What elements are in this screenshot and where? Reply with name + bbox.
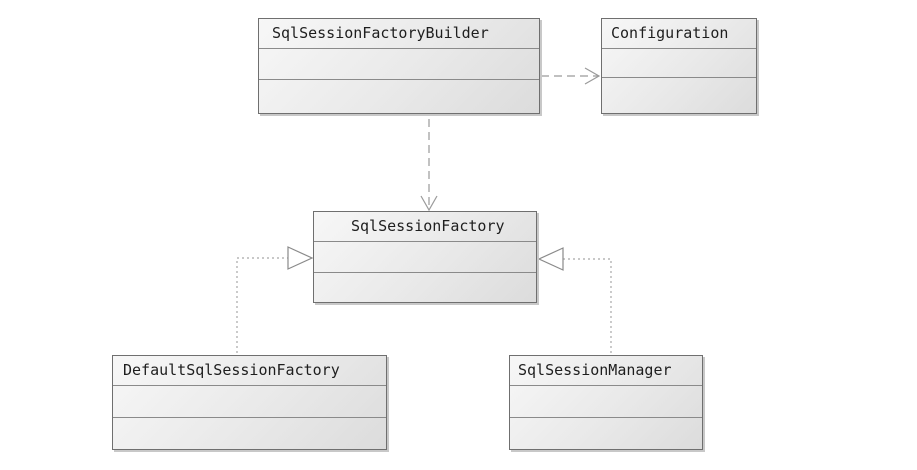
class-sqlsessionfactorybuilder: SqlSessionFactoryBuilder (258, 18, 540, 114)
open-arrowhead (420, 195, 438, 212)
class-name: DefaultSqlSessionFactory (113, 356, 386, 386)
class-defaultsqlsessionfactory: DefaultSqlSessionFactory (112, 355, 387, 450)
hollow-triangle-arrowhead (537, 247, 564, 271)
attributes-compartment (314, 242, 536, 273)
class-name: SqlSessionFactoryBuilder (259, 19, 539, 49)
class-sqlsessionfactory: SqlSessionFactory (313, 211, 537, 303)
realization-line (563, 258, 612, 353)
realization-line (236, 257, 288, 353)
attributes-compartment (113, 386, 386, 418)
operations-compartment (314, 273, 536, 303)
class-sqlsessionmanager: SqlSessionManager (509, 355, 703, 450)
dependency-builder-configuration (541, 67, 601, 85)
dependency-builder-factory (420, 119, 438, 212)
operations-compartment (113, 418, 386, 451)
open-arrowhead (584, 67, 601, 85)
class-configuration: Configuration (601, 18, 757, 114)
realization-default-factory (236, 246, 314, 353)
attributes-compartment (259, 49, 539, 80)
class-name: SqlSessionFactory (314, 212, 536, 242)
hollow-triangle-arrowhead (287, 246, 314, 270)
operations-compartment (259, 80, 539, 114)
class-name: Configuration (602, 19, 756, 49)
operations-compartment (602, 78, 756, 114)
realization-manager-factory (537, 247, 612, 353)
operations-compartment (510, 418, 702, 451)
attributes-compartment (602, 49, 756, 78)
attributes-compartment (510, 386, 702, 418)
class-name: SqlSessionManager (510, 356, 702, 386)
